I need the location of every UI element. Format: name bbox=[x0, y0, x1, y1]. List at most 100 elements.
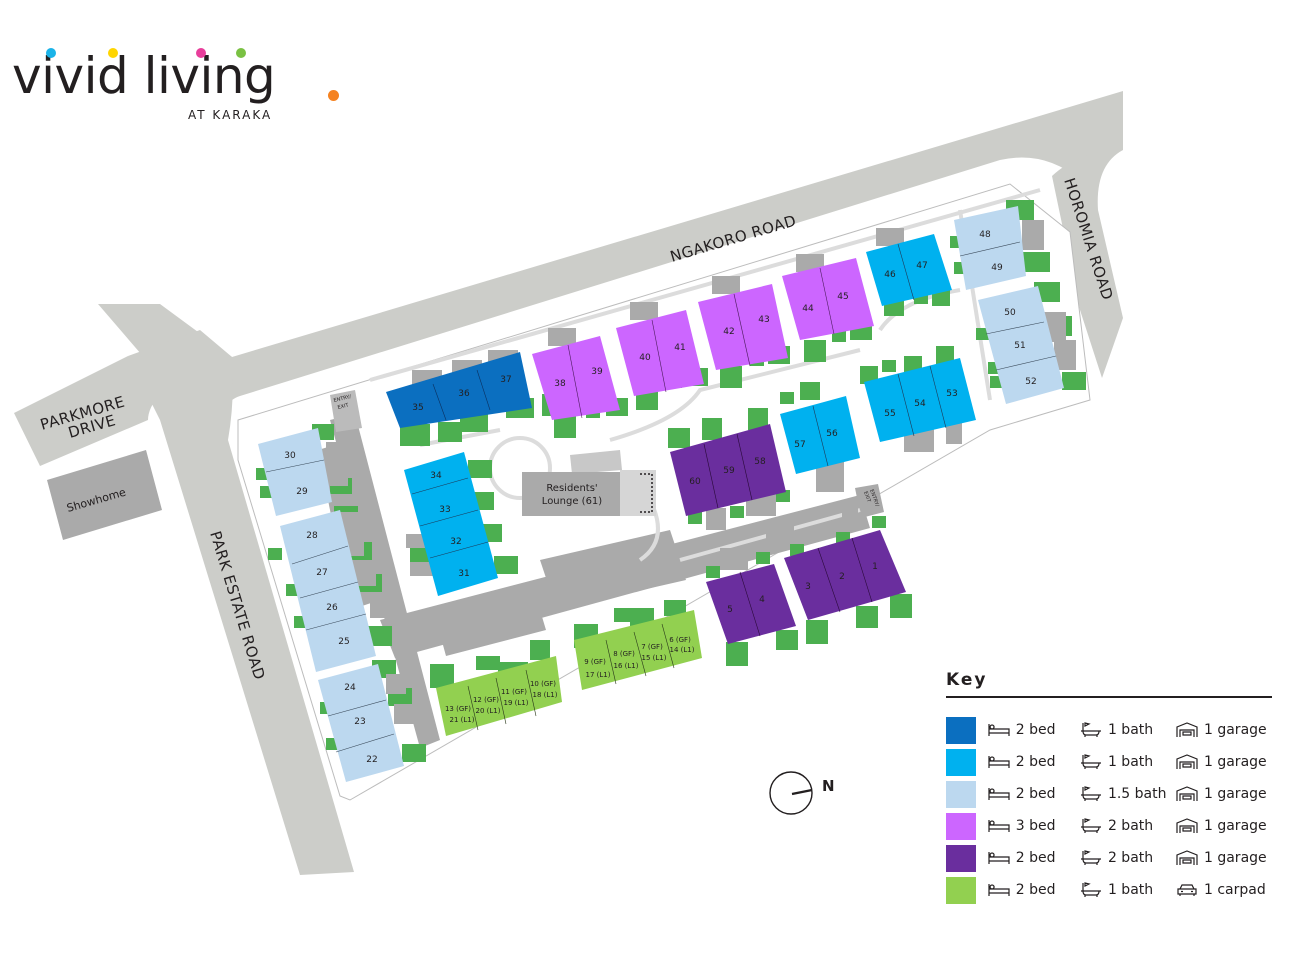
units-38-45 bbox=[532, 258, 874, 420]
legend-bed: 2 bed bbox=[1015, 722, 1056, 738]
lot-2[interactable]: 2 bbox=[839, 572, 845, 582]
legend-bed: 3 bed bbox=[1015, 818, 1056, 834]
carpad-icon bbox=[1177, 884, 1197, 896]
lounge-label-2: Lounge (61) bbox=[542, 496, 602, 507]
legend-swatch-blue bbox=[946, 748, 976, 776]
lot-60[interactable]: 60 bbox=[689, 477, 701, 487]
brand-subtitle: AT KARAKA bbox=[188, 108, 273, 122]
lot-55[interactable]: 55 bbox=[884, 409, 895, 419]
compass-icon bbox=[769, 771, 813, 815]
lot-30[interactable]: 30 bbox=[284, 451, 296, 461]
ngakoro-road bbox=[98, 91, 1123, 440]
units-58-60 bbox=[670, 424, 786, 516]
legend-row: 2 bed 1 bath 1 garage bbox=[946, 714, 1272, 746]
lot-21[interactable]: 21 (L1) bbox=[450, 716, 475, 724]
brand-name: vivid living bbox=[12, 47, 276, 105]
lot-8[interactable]: 8 (GF) bbox=[613, 650, 635, 658]
lot-38[interactable]: 38 bbox=[554, 379, 566, 389]
lot-37[interactable]: 37 bbox=[500, 375, 511, 385]
lot-54[interactable]: 54 bbox=[914, 399, 926, 409]
legend-bed: 2 bed bbox=[1015, 786, 1056, 802]
entry-exit-label-west: ENTRY/ bbox=[333, 394, 352, 404]
lot-53[interactable]: 53 bbox=[946, 389, 957, 399]
lot-4[interactable]: 4 bbox=[759, 595, 765, 605]
lot-35[interactable]: 35 bbox=[412, 403, 423, 413]
lot-11[interactable]: 11 (GF) bbox=[501, 688, 527, 696]
legend-bath: 1 bath bbox=[1107, 754, 1154, 770]
lot-18[interactable]: 18 (L1) bbox=[533, 691, 558, 699]
parkmore-drive bbox=[14, 356, 160, 466]
lot-17[interactable]: 17 (L1) bbox=[586, 671, 611, 679]
lot-43[interactable]: 43 bbox=[758, 315, 769, 325]
lot-51[interactable]: 51 bbox=[1014, 341, 1025, 351]
lot-49[interactable]: 49 bbox=[991, 263, 1003, 273]
lot-5[interactable]: 5 bbox=[727, 605, 733, 615]
lot-3[interactable]: 3 bbox=[805, 582, 811, 592]
legend-swatch-green bbox=[946, 876, 976, 904]
lot-20[interactable]: 20 (L1) bbox=[476, 707, 501, 715]
lot-36[interactable]: 36 bbox=[458, 389, 470, 399]
lot-25[interactable]: 25 bbox=[338, 637, 349, 647]
lot-10[interactable]: 10 (GF) bbox=[530, 680, 556, 688]
legend-swatch-dark-blue bbox=[946, 716, 976, 744]
lot-23[interactable]: 23 bbox=[354, 717, 365, 727]
lot-16[interactable]: 16 (L1) bbox=[614, 662, 639, 670]
lot-7[interactable]: 7 (GF) bbox=[641, 643, 663, 651]
lot-29[interactable]: 29 bbox=[296, 487, 308, 497]
lot-56[interactable]: 56 bbox=[826, 429, 838, 439]
north-compass: N bbox=[768, 770, 848, 816]
lot-19[interactable]: 19 (L1) bbox=[504, 699, 529, 707]
lot-40[interactable]: 40 bbox=[639, 353, 651, 363]
legend-row: 2 bed 1.5 bath 1 garage bbox=[946, 778, 1272, 810]
lot-9[interactable]: 9 (GF) bbox=[584, 658, 606, 666]
lot-42[interactable]: 42 bbox=[723, 327, 734, 337]
lot-41[interactable]: 41 bbox=[674, 343, 685, 353]
lot-57[interactable]: 57 bbox=[794, 440, 805, 450]
legend-parking: 1 garage bbox=[1203, 786, 1267, 802]
garage-icon bbox=[1176, 786, 1198, 801]
lot-12[interactable]: 12 (GF) bbox=[473, 696, 499, 704]
lot-52[interactable]: 52 bbox=[1025, 377, 1036, 387]
lot-39[interactable]: 39 bbox=[591, 367, 603, 377]
lot-32[interactable]: 32 bbox=[450, 537, 461, 547]
legend-parking: 1 carpad bbox=[1203, 882, 1266, 898]
entry-exit-label-east-2: EXIT bbox=[862, 491, 872, 504]
legend-parking: 1 garage bbox=[1203, 722, 1267, 738]
bed-icon bbox=[988, 756, 1010, 768]
lot-44[interactable]: 44 bbox=[802, 304, 814, 314]
showhome[interactable]: Showhome bbox=[47, 450, 162, 540]
horomia-road bbox=[1052, 150, 1123, 378]
legend-key: Key 2 bed 1 bath 1 garage 2 bed 1 bath 1… bbox=[946, 670, 1272, 906]
lot-15[interactable]: 15 (L1) bbox=[642, 654, 667, 662]
lot-48[interactable]: 48 bbox=[979, 230, 991, 240]
lot-33[interactable]: 33 bbox=[439, 505, 450, 515]
lot-27[interactable]: 27 bbox=[316, 568, 327, 578]
units-53-55 bbox=[864, 358, 976, 442]
lot-31[interactable]: 31 bbox=[458, 569, 469, 579]
lot-46[interactable]: 46 bbox=[884, 270, 896, 280]
units-6-21 bbox=[436, 610, 702, 736]
lot-28[interactable]: 28 bbox=[306, 531, 318, 541]
legend-title: Key bbox=[946, 670, 988, 690]
lot-26[interactable]: 26 bbox=[326, 603, 338, 613]
legend-row: 2 bed 2 bath 1 garage bbox=[946, 842, 1272, 874]
lot-59[interactable]: 59 bbox=[723, 466, 735, 476]
entry-exit-label-west-2: EXIT bbox=[337, 402, 350, 411]
lot-22[interactable]: 22 bbox=[366, 755, 377, 765]
lot-34[interactable]: 34 bbox=[430, 471, 442, 481]
lot-24[interactable]: 24 bbox=[344, 683, 356, 693]
lot-1[interactable]: 1 bbox=[872, 562, 878, 572]
lot-50[interactable]: 50 bbox=[1004, 308, 1016, 318]
lot-6[interactable]: 6 (GF) bbox=[669, 636, 691, 644]
gardens bbox=[256, 200, 1086, 762]
lot-47[interactable]: 47 bbox=[916, 261, 927, 271]
lot-45[interactable]: 45 bbox=[837, 292, 848, 302]
lot-14[interactable]: 14 (L1) bbox=[670, 646, 695, 654]
lot-13[interactable]: 13 (GF) bbox=[445, 705, 471, 713]
bath-icon bbox=[1080, 722, 1101, 737]
residents-lounge[interactable]: Residents' Lounge (61) bbox=[522, 450, 656, 516]
logo-dot-blue bbox=[46, 48, 56, 58]
bed-icon bbox=[988, 788, 1010, 800]
lot-58[interactable]: 58 bbox=[754, 457, 766, 467]
legend-swatch-light-blue bbox=[946, 780, 976, 808]
